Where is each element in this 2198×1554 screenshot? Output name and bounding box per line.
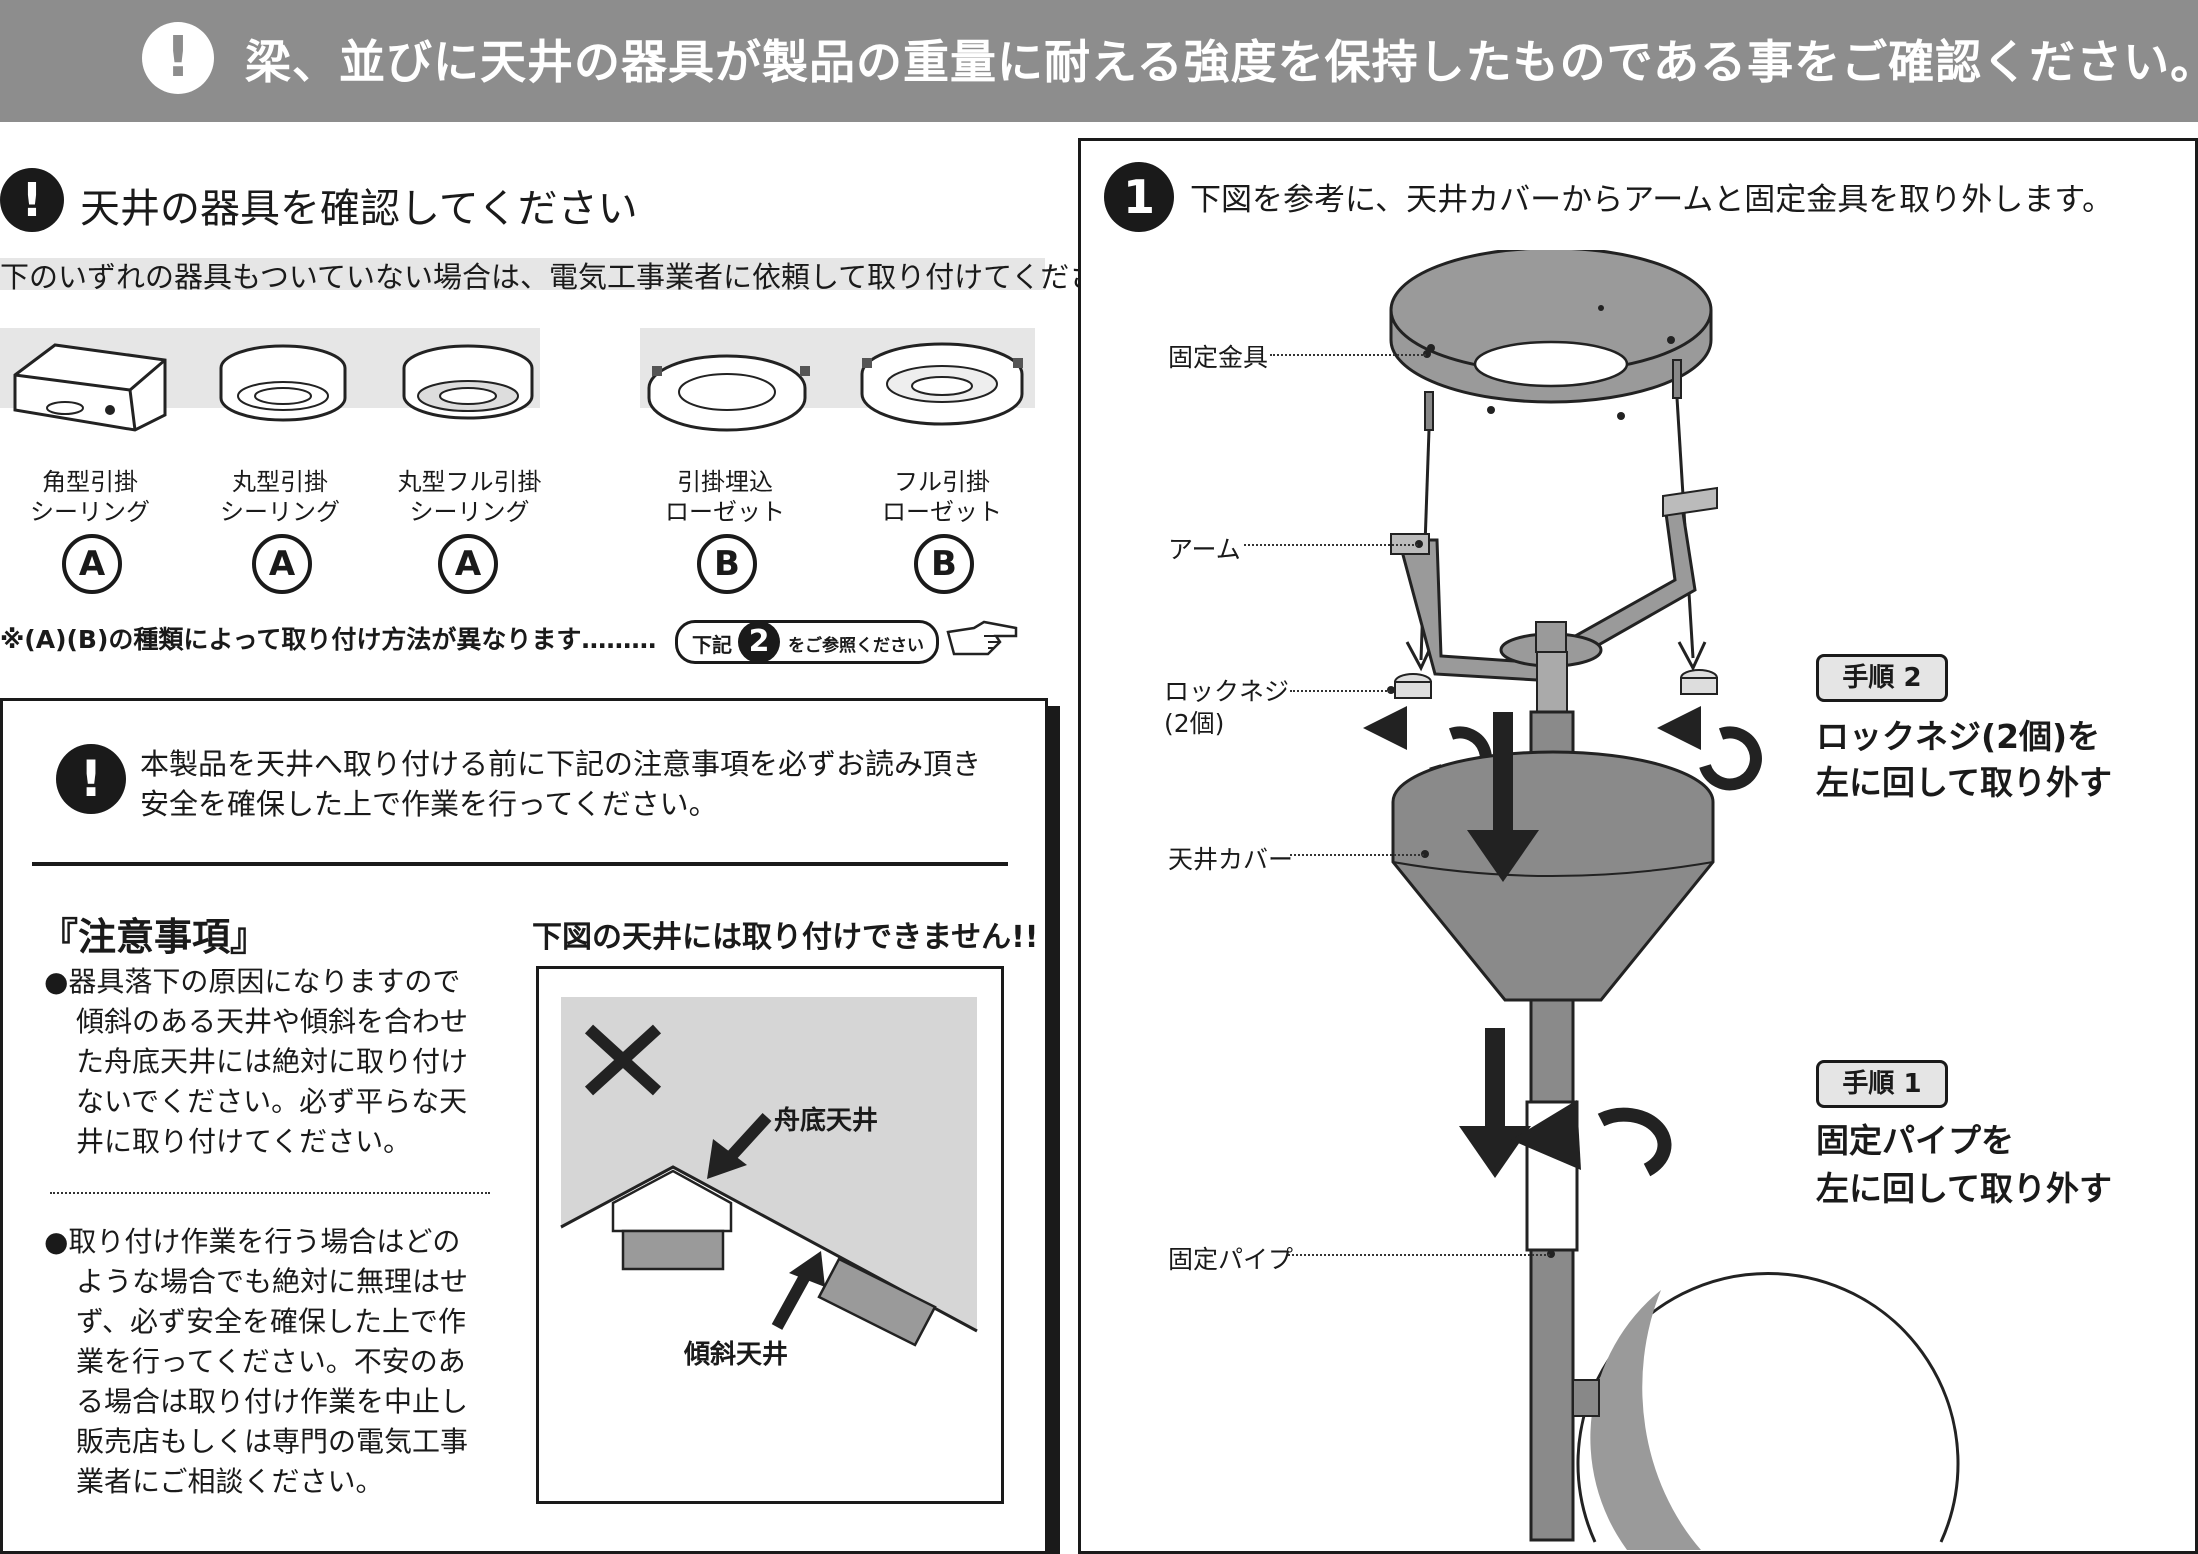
fixture-illustrations (13, 342, 1024, 432)
label-lock-screw: ロックネジ (2個) (1164, 677, 1290, 738)
arrow-down-icon (1467, 712, 1539, 882)
type-note: ※(A)(B)の種類によって取り付け方法が異なります……… (0, 625, 657, 654)
reference-pill: 下記 2 をご参照ください (675, 620, 939, 664)
check-title: 天井の器具を確認してください (80, 186, 638, 232)
leader-line (1270, 354, 1426, 356)
label-kotei-kanagu: 固定金具 (1168, 343, 1269, 372)
banner-text: 梁、並びに天井の器具が製品の重量に耐える強度を保持したものである事をご確認くださ… (245, 35, 2198, 89)
fixture-label: 丸型フル引掛シーリング (397, 468, 542, 526)
caution-divider (32, 862, 1008, 866)
globe-shade (1572, 1272, 1960, 1550)
ceiling-cover (1391, 750, 1715, 1002)
full-rosette-fixture-icon (860, 342, 1024, 426)
mounting-plate (1389, 250, 1713, 420)
lock-screw-icon (1394, 673, 1432, 699)
tejun2-line1: ロックネジ(2個)を (1816, 717, 2101, 756)
type-badge: A (252, 534, 312, 594)
label-tenjo-cover: 天井カバー (1168, 845, 1294, 874)
fixture-label: 丸型引掛シーリング (220, 468, 340, 526)
lock-screw-icon (1680, 669, 1718, 695)
type-badge: B (914, 534, 974, 594)
caution-item-divider (50, 1192, 490, 1194)
label-keisha: 傾斜天井 (684, 1340, 789, 1370)
type-badge: A (438, 534, 498, 594)
caution-intro-1: 本製品を天井へ取り付ける前に下記の注意事項を必ずお読み頂き (140, 747, 982, 781)
embedded-rosette-fixture-icon (647, 354, 810, 432)
fixture-label: 角型引掛シーリング (30, 468, 150, 526)
tejun1-badge: 手順 1 (1816, 1060, 1948, 1108)
cross-icon (584, 1024, 662, 1096)
label-arm: アーム (1168, 535, 1241, 564)
exclamation-icon: ! (0, 168, 64, 232)
type-badge: B (697, 534, 757, 594)
ceiling-diagram (560, 997, 978, 1347)
exclamation-icon: ! (56, 744, 126, 814)
caution-heading: 『注意事項』 (40, 915, 269, 959)
assembly-diagram (1363, 250, 1960, 1550)
label-kotei-pipe: 固定パイプ (1168, 1245, 1294, 1274)
square-ceiling-fixture-icon (13, 343, 167, 432)
tejun1-line1: 固定パイプを (1816, 1121, 2014, 1160)
label-funazoko: 舟底天井 (774, 1106, 879, 1136)
caution-item-2: ●取り付け作業を行う場合はどの ような場合でも絶対に無理はせ ず、必ず安全を確保… (44, 1225, 469, 1498)
ref-number: 2 (738, 621, 780, 663)
round-full-ceiling-fixture-icon (402, 344, 534, 420)
caution-intro-2: 安全を確保した上で作業を行ってください。 (140, 787, 718, 821)
fixture-label: フル引掛ローゼット (882, 468, 1002, 526)
tejun1-line2: 左に回して取り外す (1816, 1169, 2113, 1208)
step-number: 1 (1104, 162, 1174, 232)
exclamation-icon: ! (142, 22, 214, 94)
type-badge: A (62, 534, 122, 594)
arm-bracket (1390, 486, 1718, 682)
caution-item-1: ●器具落下の原因になりますので 傾斜のある天井や傾斜を合わせ た舟底天井には絶対… (44, 965, 469, 1158)
leader-line (1244, 544, 1418, 546)
leader-line (1288, 1254, 1550, 1256)
tejun2-line2: 左に回して取り外す (1816, 763, 2113, 802)
rotate-left-icon (1657, 706, 1762, 791)
check-subtitle-bg (0, 258, 1045, 290)
ref-prefix: 下記 (692, 633, 732, 657)
rotate-left-icon (1511, 1100, 1672, 1177)
warning-banner: ! 梁、並びに天井の器具が製品の重量に耐える強度を保持したものである事をご確認く… (0, 0, 2198, 122)
ref-suffix: をご参照ください (788, 636, 924, 656)
arrow-icon (771, 1251, 825, 1330)
step1-title: 下図を参考に、天井カバーからアームと固定金具を取り外します。 (1190, 182, 2114, 218)
arrow-icon (707, 1112, 772, 1179)
tejun2-badge: 手順 2 (1816, 654, 1948, 702)
ceiling-heading: 下図の天井には取り付けできません!! (532, 920, 1039, 955)
leader-line (1290, 690, 1390, 692)
round-ceiling-fixture-icon (219, 344, 347, 422)
check-subtitle: 下のいずれの器具もついていない場合は、電気工事業者に依頼して取り付けてください。 (0, 260, 1157, 294)
fixture-label: 引掛埋込ローゼット (665, 468, 785, 526)
arrow-down-icon (1459, 1028, 1531, 1178)
leader-line (1290, 854, 1424, 856)
pointing-hand-icon (946, 620, 1018, 656)
